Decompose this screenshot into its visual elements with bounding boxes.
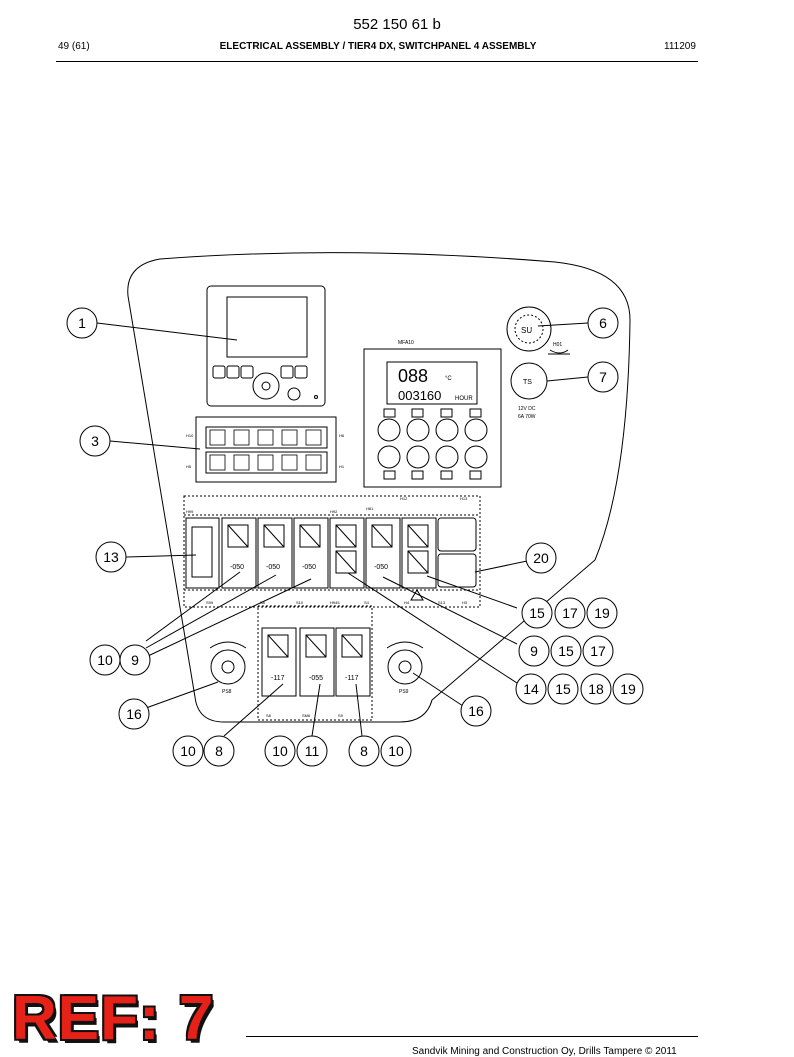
callout-15b: 15: [558, 643, 574, 659]
header-rule: [56, 61, 698, 62]
indicator-lamp-panel: H10 H5 H6 H1: [186, 416, 345, 483]
callout-10d: 10: [388, 743, 404, 759]
lower-switch-label-3: S9: [338, 713, 344, 718]
knob-right-label: PS9: [399, 689, 409, 695]
top-tag-3: H81: [366, 506, 374, 511]
knob-left: PS8: [209, 641, 247, 695]
callout-11: 11: [305, 743, 320, 759]
lower-switch-code-3: -117: [345, 675, 359, 682]
lower-switch-code-2: -055: [309, 675, 323, 682]
callout-9a: 9: [131, 652, 139, 668]
switch-label-4: H945: [330, 600, 340, 605]
temp-unit: °C: [445, 376, 452, 382]
ts-rating-2: 6A 70W: [518, 414, 536, 420]
hours-digits: 003160: [398, 388, 441, 403]
callout-17b: 17: [590, 643, 606, 659]
lamp-tag-left-bottom: H5: [186, 464, 192, 469]
lower-switch-group: -117 -055 -117 S8 SM6 S9: [257, 605, 373, 721]
lower-switch-label-1: S8: [266, 713, 272, 718]
switch-code-1: -050: [230, 564, 244, 571]
display-module: [206, 285, 326, 407]
lower-switch-label-2: SM6: [302, 713, 311, 718]
ts-label: TS: [523, 379, 532, 386]
callout-14: 14: [523, 681, 539, 697]
top-tag-2: H92: [330, 509, 338, 514]
lamp-tag-right-bottom: H1: [339, 464, 345, 469]
top-tag-5: H13: [460, 496, 468, 501]
switch-code-3: -050: [302, 564, 316, 571]
callout-numbers: 1 3 6 7 13 20 10 9 15 17 19 9 15 17 14 1…: [78, 315, 636, 759]
callout-6: 6: [599, 315, 607, 331]
ref-logo: REF: 7: [12, 984, 215, 1053]
switch-label-1: S99: [206, 600, 214, 605]
callout-3: 3: [91, 433, 99, 449]
callout-15a: 15: [529, 605, 545, 621]
top-tag-4: H12: [400, 496, 408, 501]
switch-label-6: H4: [404, 600, 410, 605]
callout-15c: 15: [555, 681, 571, 697]
switch-label-5: S4: [364, 600, 370, 605]
footer-copyright: Sandvik Mining and Construction Oy, Dril…: [412, 1046, 677, 1057]
switch-code-2: -050: [266, 564, 280, 571]
callout-13: 13: [103, 549, 119, 565]
switch-label-7: S13: [438, 600, 446, 605]
callout-19b: 19: [620, 681, 636, 697]
temp-digits: 088: [398, 366, 428, 386]
knob-left-label: PS8: [222, 689, 232, 695]
callout-17a: 17: [562, 605, 578, 621]
callout-16b: 16: [468, 703, 484, 719]
switch-code-4: -050: [374, 564, 388, 571]
switch-row: H99 H92 H81 H12 H13 -050 -050 -050 -050: [183, 495, 481, 608]
leader-lines: [96, 322, 589, 737]
hours-unit: HOUR: [455, 396, 473, 402]
top-tag-1: H99: [186, 509, 194, 514]
lamp-tag-left-top: H10: [186, 433, 194, 438]
switch-label-8: H3: [462, 600, 468, 605]
panel-outline: [127, 252, 631, 723]
ts-rating-1: 12V DC: [518, 406, 536, 412]
callout-10b: 10: [180, 743, 196, 759]
page-title: ELECTRICAL ASSEMBLY / TIER4 DX, SWITCHPA…: [219, 41, 537, 52]
document-number: 552 150 61 b: [353, 16, 441, 33]
callouts: [66, 307, 644, 767]
footer-rule: [246, 1036, 698, 1037]
callout-20: 20: [533, 550, 549, 566]
switch-label-2: S8: [260, 600, 266, 605]
socket-tag: H01: [553, 342, 562, 348]
socket-label: SU: [521, 326, 532, 335]
callout-1: 1: [78, 315, 86, 331]
display-label: MFA10: [398, 340, 414, 346]
power-socket: SU H01: [506, 306, 570, 355]
callout-18: 18: [588, 681, 604, 697]
callout-9b: 9: [530, 643, 538, 659]
page-number: 49 (61): [58, 41, 90, 52]
lower-switch-code-1: -117: [271, 675, 285, 682]
callout-8a: 8: [215, 743, 223, 759]
callout-19a: 19: [594, 605, 610, 621]
callout-10c: 10: [272, 743, 288, 759]
callout-7: 7: [599, 369, 607, 385]
lamp-tag-right-top: H6: [339, 433, 345, 438]
document-date: 111209: [664, 41, 696, 52]
knob-right: PS9: [386, 641, 424, 695]
mfa-display: MFA10 088 °C 003160 HOUR: [363, 340, 502, 488]
switch-label-3: S10: [296, 600, 304, 605]
callout-8b: 8: [360, 743, 368, 759]
ts-socket: TS 12V DC 6A 70W: [510, 362, 548, 420]
callout-16a: 16: [126, 706, 142, 722]
callout-10a: 10: [97, 652, 113, 668]
